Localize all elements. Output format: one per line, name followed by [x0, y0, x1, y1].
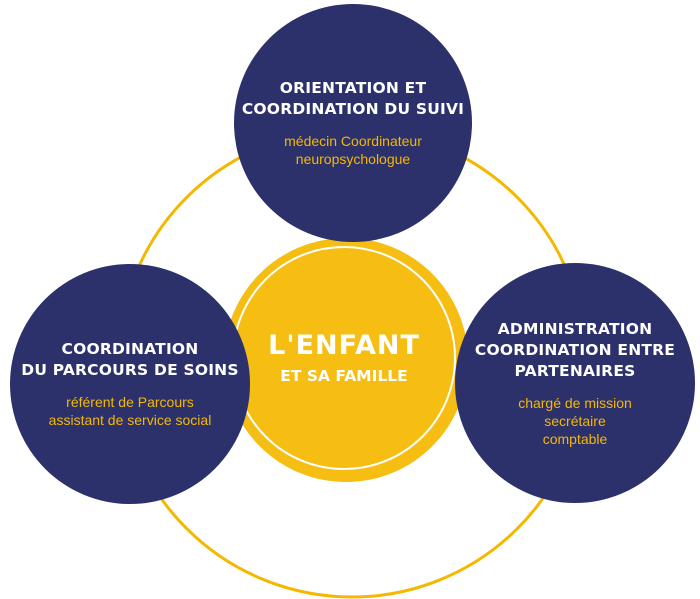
center-title: L'ENFANT — [268, 330, 420, 361]
node-orientation: ORIENTATION ET COORDINATION DU SUIVI méd… — [234, 4, 472, 242]
node-orientation-roles: médecin Coordinateur neuropsychologue — [284, 133, 422, 167]
node-coordination-soins: COORDINATION DU PARCOURS DE SOINS référe… — [10, 264, 250, 504]
center-subtitle: ET SA FAMILLE — [280, 367, 408, 385]
node-coordination-soins-roles: référent de Parcours assistant de servic… — [48, 394, 212, 428]
node-coordination-soins-title: COORDINATION DU PARCOURS DE SOINS — [21, 340, 239, 379]
node-administration-title: ADMINISTRATION COORDINATION ENTRE PARTEN… — [474, 319, 676, 380]
node-orientation-title: ORIENTATION ET COORDINATION DU SUIVI — [241, 79, 465, 118]
node-administration: ADMINISTRATION COORDINATION ENTRE PARTEN… — [455, 263, 695, 503]
center-node: L'ENFANT ET SA FAMILLE — [232, 246, 456, 470]
node-administration-roles: chargé de mission secrétaire comptable — [518, 394, 632, 447]
